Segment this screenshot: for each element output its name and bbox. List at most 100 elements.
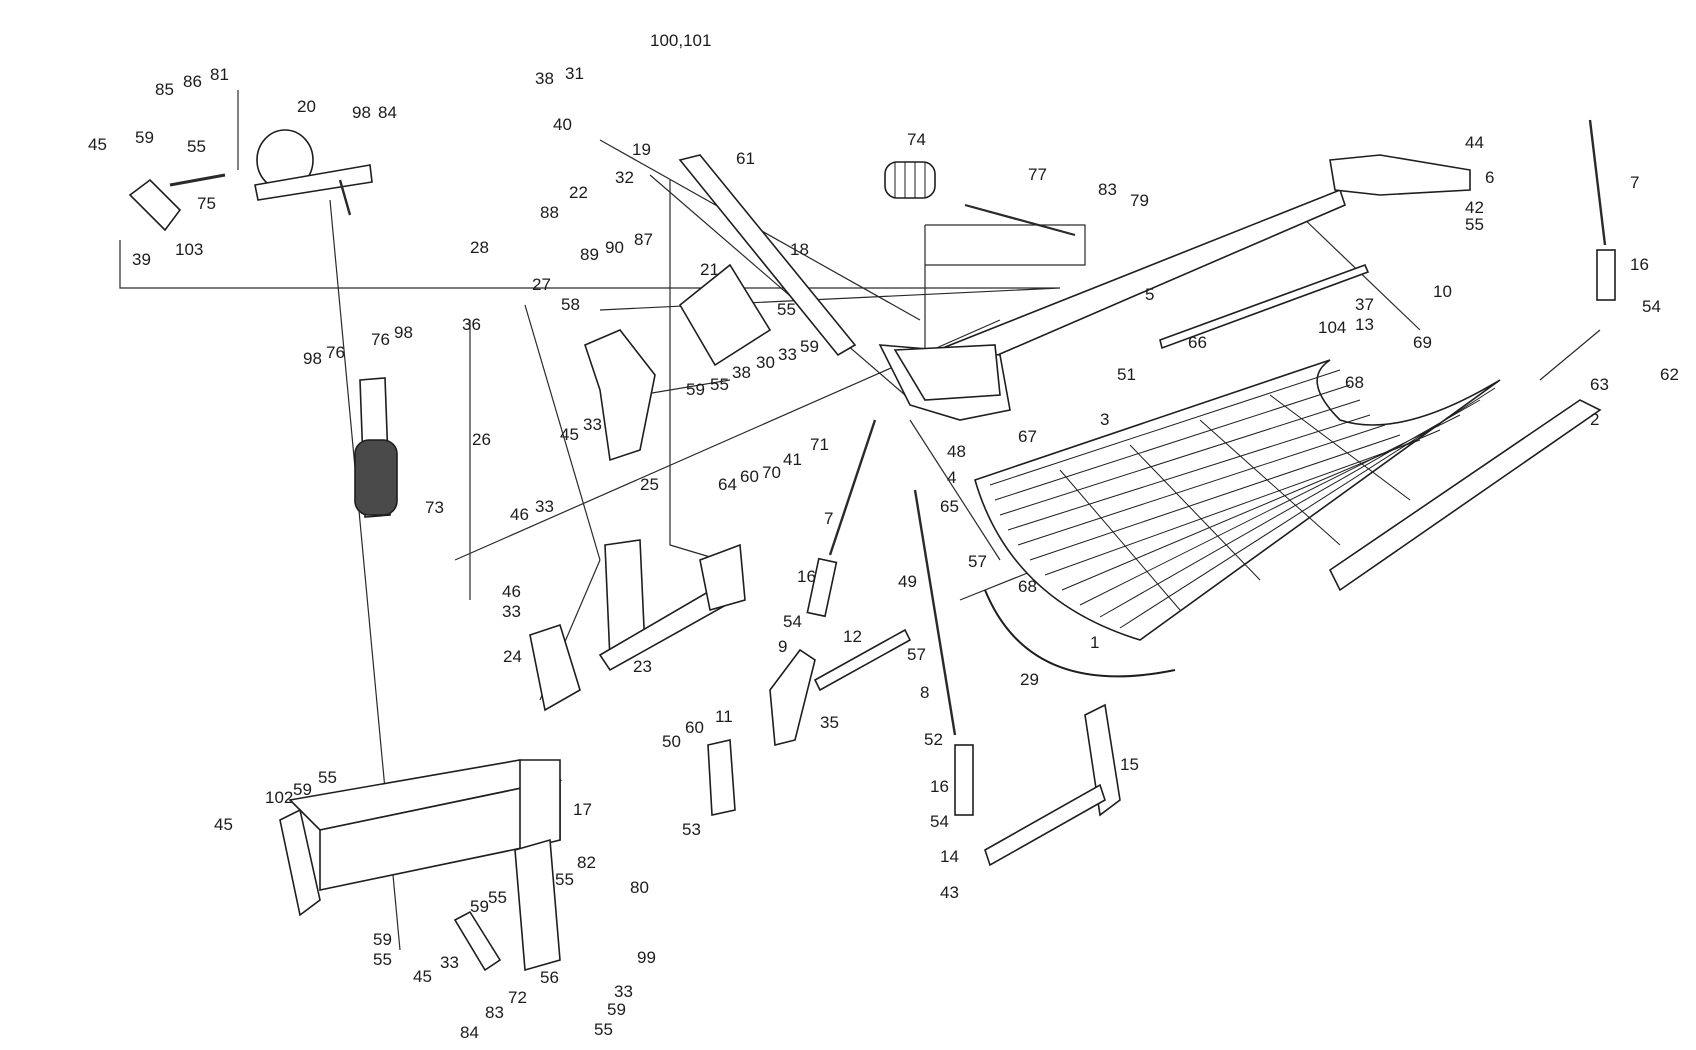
- callout-20: 20: [297, 97, 316, 116]
- callout-38: 38: [535, 69, 554, 88]
- flange-plate: [128, 178, 182, 232]
- callout-52: 52: [924, 730, 943, 749]
- callout-68: 68: [1345, 373, 1364, 392]
- callout-87: 87: [634, 230, 653, 249]
- callout-99: 99: [637, 948, 656, 967]
- callout-103: 103: [175, 240, 203, 259]
- callout-32: 32: [615, 168, 634, 187]
- callout-58: 58: [561, 295, 580, 314]
- callout-27: 27: [532, 275, 551, 294]
- callout-40: 40: [553, 115, 572, 134]
- lever-arm: [678, 154, 857, 357]
- callout-59: 59: [293, 780, 312, 799]
- link-bar: [813, 628, 912, 692]
- callout-15: 15: [1120, 755, 1139, 774]
- callout-85: 85: [155, 80, 174, 99]
- callout-55: 55: [373, 950, 392, 969]
- callout-61: 61: [736, 149, 755, 168]
- callout-59: 59: [607, 1000, 626, 1019]
- side-plate: [279, 808, 321, 917]
- callout-44: 44: [1465, 133, 1484, 152]
- callout-64: 64: [718, 475, 737, 494]
- callout-46: 46: [510, 505, 529, 524]
- callout-57: 57: [907, 645, 926, 664]
- callout-59: 59: [135, 128, 154, 147]
- callout-13: 13: [1355, 315, 1374, 334]
- callout-55: 55: [1465, 215, 1484, 234]
- callout-83: 83: [1098, 180, 1117, 199]
- support-arm: [514, 838, 561, 972]
- callout-74: 74: [907, 130, 926, 149]
- callout-55: 55: [594, 1020, 613, 1039]
- callout-4: 4: [947, 468, 956, 487]
- callout-57: 57: [968, 552, 987, 571]
- callout-16: 16: [1630, 255, 1649, 274]
- callout-67: 67: [1018, 427, 1037, 446]
- callout-71: 71: [810, 435, 829, 454]
- callout-60: 60: [685, 718, 704, 737]
- callout-90: 90: [605, 238, 624, 257]
- callout-2: 2: [1590, 410, 1599, 429]
- callout-55: 55: [187, 137, 206, 156]
- callout-55: 55: [318, 768, 337, 787]
- callout-48: 48: [947, 442, 966, 461]
- callout-72: 72: [508, 988, 527, 1007]
- callout-59: 59: [686, 380, 705, 399]
- callout-55: 55: [555, 870, 574, 889]
- callout-29: 29: [1020, 670, 1039, 689]
- callout-1: 1: [1090, 633, 1099, 652]
- callout-83: 83: [485, 1003, 504, 1022]
- callout-59: 59: [800, 337, 819, 356]
- callout-43: 43: [940, 883, 959, 902]
- callout-19: 19: [632, 140, 651, 159]
- callout-22: 22: [569, 183, 588, 202]
- callout-55: 55: [777, 300, 796, 319]
- callout-17: 17: [573, 800, 592, 819]
- callout-80: 80: [630, 878, 649, 897]
- callout-73: 73: [425, 498, 444, 517]
- tension-spring: [884, 161, 936, 199]
- callout-51: 51: [1117, 365, 1136, 384]
- callout-11: 11: [715, 707, 733, 726]
- pivot-bracket: [584, 329, 656, 462]
- callout-46: 46: [502, 582, 521, 601]
- callout-98: 98: [303, 349, 322, 368]
- callout-54: 54: [930, 812, 949, 831]
- callout-28: 28: [470, 238, 489, 257]
- callout-18: 18: [790, 240, 809, 259]
- callout-10: 10: [1433, 282, 1452, 301]
- hydraulic-cylinder: [354, 377, 398, 518]
- callout-16: 16: [930, 777, 949, 796]
- callout-24: 24: [503, 647, 522, 666]
- callout-26: 26: [472, 430, 491, 449]
- callout-84: 84: [460, 1023, 479, 1042]
- callout-70: 70: [762, 463, 781, 482]
- long-bolt: [169, 173, 226, 187]
- callout-53: 53: [682, 820, 701, 839]
- callout-62: 62: [1660, 365, 1679, 384]
- callout-41: 41: [783, 450, 802, 469]
- callout-45: 45: [88, 135, 107, 154]
- callout-89: 89: [580, 245, 599, 264]
- callout-35: 35: [820, 713, 839, 732]
- short-link: [453, 910, 502, 972]
- callout-36: 36: [462, 315, 481, 334]
- callout-55: 55: [488, 888, 507, 907]
- mounting-bracket: [1329, 154, 1471, 196]
- callout-21: 21: [700, 260, 719, 279]
- callout-81: 81: [210, 65, 229, 84]
- callout-33: 33: [440, 953, 459, 972]
- callout-42: 42: [1465, 198, 1484, 217]
- callout-31: 31: [565, 64, 584, 83]
- callout-39: 39: [132, 250, 151, 269]
- cover-plate: [678, 263, 772, 367]
- callout-7: 7: [1630, 173, 1639, 192]
- callout-33: 33: [535, 497, 554, 516]
- callout-8: 8: [920, 683, 929, 702]
- callout-55: 55: [710, 375, 729, 394]
- callout-82: 82: [577, 853, 596, 872]
- callout-76: 76: [371, 330, 390, 349]
- adjusting-rod: [913, 489, 957, 736]
- callout-65: 65: [940, 497, 959, 516]
- callout-76: 76: [326, 343, 345, 362]
